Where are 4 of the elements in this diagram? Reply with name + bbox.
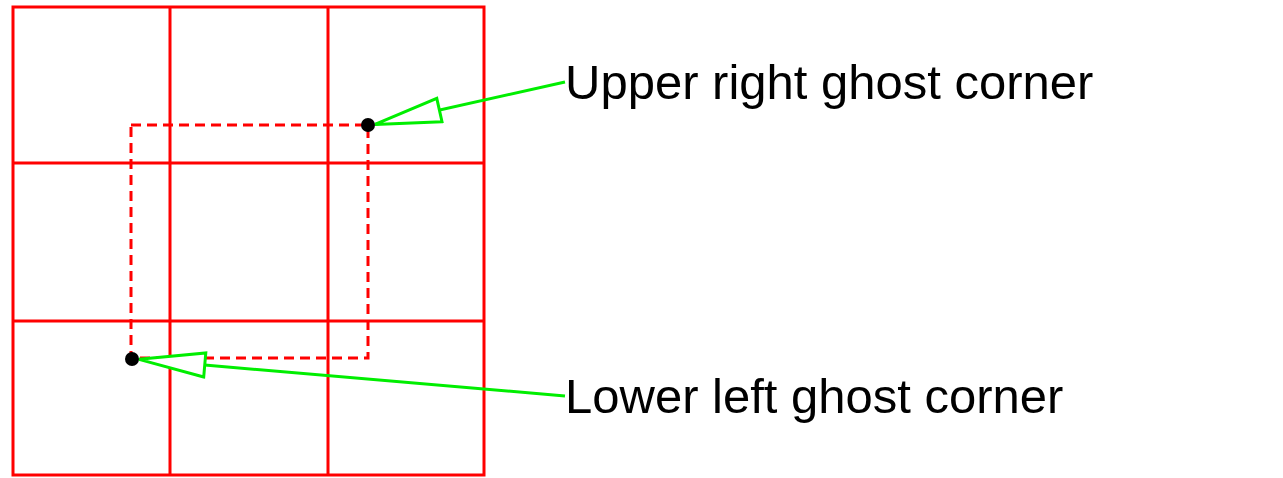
callout-label: Lower left ghost corner (565, 371, 1064, 421)
callout-label: Upper right ghost corner (565, 57, 1094, 107)
leader-arrow (373, 80, 566, 126)
leader-arrow (137, 351, 566, 398)
